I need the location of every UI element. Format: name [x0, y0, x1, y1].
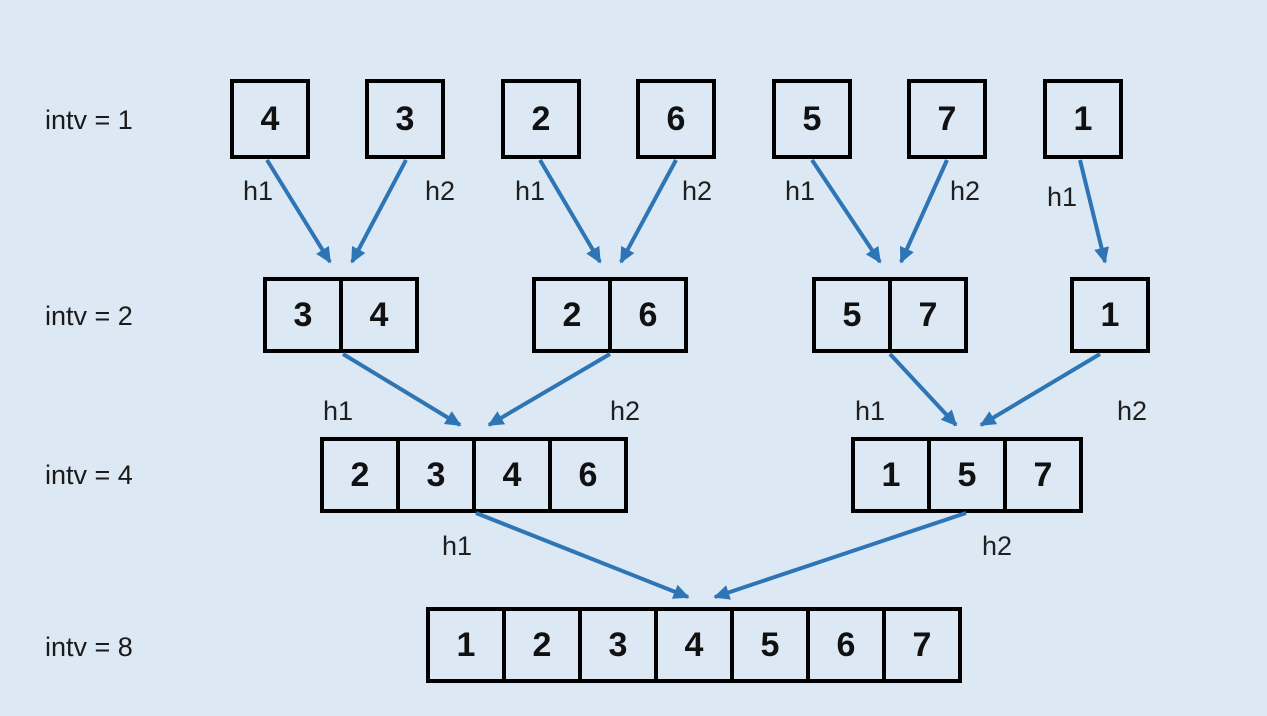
- array-cell: 6: [548, 441, 624, 509]
- array-cell: 3: [396, 441, 472, 509]
- array-cell: 4: [472, 441, 548, 509]
- array-cell: 6: [608, 281, 684, 349]
- merge-arrow-h1: [810, 158, 882, 264]
- array-cell: 6: [666, 99, 686, 138]
- array-group: 1: [1070, 277, 1150, 353]
- array-cell: 1: [1073, 99, 1093, 138]
- array-group: 3: [365, 79, 445, 159]
- array-group: 4: [230, 79, 310, 159]
- merge-arrow-h2: [713, 511, 967, 600]
- arrow-label: h1: [514, 176, 546, 206]
- array-group: 6: [636, 79, 716, 159]
- row-label-intv-1: intv = 1: [45, 105, 133, 135]
- array-cell: 3: [395, 99, 415, 138]
- arrow-label: h2: [681, 176, 713, 206]
- arrow-label: h1: [784, 176, 816, 206]
- array-cell: 4: [654, 611, 730, 679]
- arrow-label: h1: [1046, 182, 1078, 212]
- arrow-label: h2: [981, 531, 1013, 561]
- arrow-label: h1: [322, 396, 354, 426]
- merge-arrow-h1: [888, 352, 958, 427]
- row-label-intv-8: intv = 8: [45, 632, 133, 662]
- arrow-label: h2: [424, 176, 456, 206]
- array-group: 2: [501, 79, 581, 159]
- merge-arrow-h1: [475, 511, 690, 599]
- arrow-label: h2: [1116, 396, 1148, 426]
- array-cell: 6: [806, 611, 882, 679]
- merge-arrow-h2: [487, 352, 612, 427]
- merge-arrow-h2: [899, 159, 949, 264]
- arrow-label: h2: [949, 176, 981, 206]
- array-group: 5: [772, 79, 852, 159]
- merge-arrow-h2: [619, 159, 678, 264]
- array-cell: 5: [802, 99, 822, 138]
- array-cell: 7: [882, 611, 958, 679]
- array-group: 7: [907, 79, 987, 159]
- array-cell: 7: [937, 99, 957, 138]
- arrow-label: h1: [242, 176, 274, 206]
- array-cell: 2: [531, 99, 551, 138]
- merge-arrow-h1: [1078, 159, 1109, 264]
- array-group: 1: [1043, 79, 1123, 159]
- merge-arrow-h1: [538, 158, 602, 264]
- array-group: 3 4: [263, 277, 419, 353]
- array-cell: 5: [730, 611, 806, 679]
- array-cell: 2: [562, 295, 582, 334]
- array-cell: 7: [888, 281, 964, 349]
- array-group: 2 3 4 6: [320, 437, 628, 513]
- array-cell: 3: [293, 295, 313, 334]
- merge-arrow-h1: [341, 352, 462, 427]
- row-label-intv-2: intv = 2: [45, 301, 133, 331]
- array-cell: 4: [339, 281, 415, 349]
- array-cell: 1: [881, 455, 901, 494]
- array-cell: 2: [350, 455, 370, 494]
- array-cell: 7: [1003, 441, 1079, 509]
- arrow-label: h1: [441, 531, 473, 561]
- merge-arrow-h2: [350, 159, 408, 264]
- array-cell: 4: [260, 99, 280, 138]
- array-cell: 1: [456, 625, 476, 664]
- array-group: 5 7: [812, 277, 968, 353]
- array-cell: 1: [1100, 295, 1120, 334]
- row-label-intv-4: intv = 4: [45, 460, 133, 490]
- arrow-label: h1: [854, 396, 886, 426]
- array-cell: 2: [502, 611, 578, 679]
- array-group: 1 5 7: [851, 437, 1083, 513]
- merge-arrow-h1: [265, 158, 332, 264]
- array-cell: 5: [927, 441, 1003, 509]
- array-cell: 3: [578, 611, 654, 679]
- merge-arrow-h2: [979, 352, 1102, 427]
- array-group: 1 2 3 4 5 6 7: [426, 607, 962, 683]
- array-group: 2 6: [532, 277, 688, 353]
- array-cell: 5: [842, 295, 862, 334]
- arrow-label: h2: [609, 396, 641, 426]
